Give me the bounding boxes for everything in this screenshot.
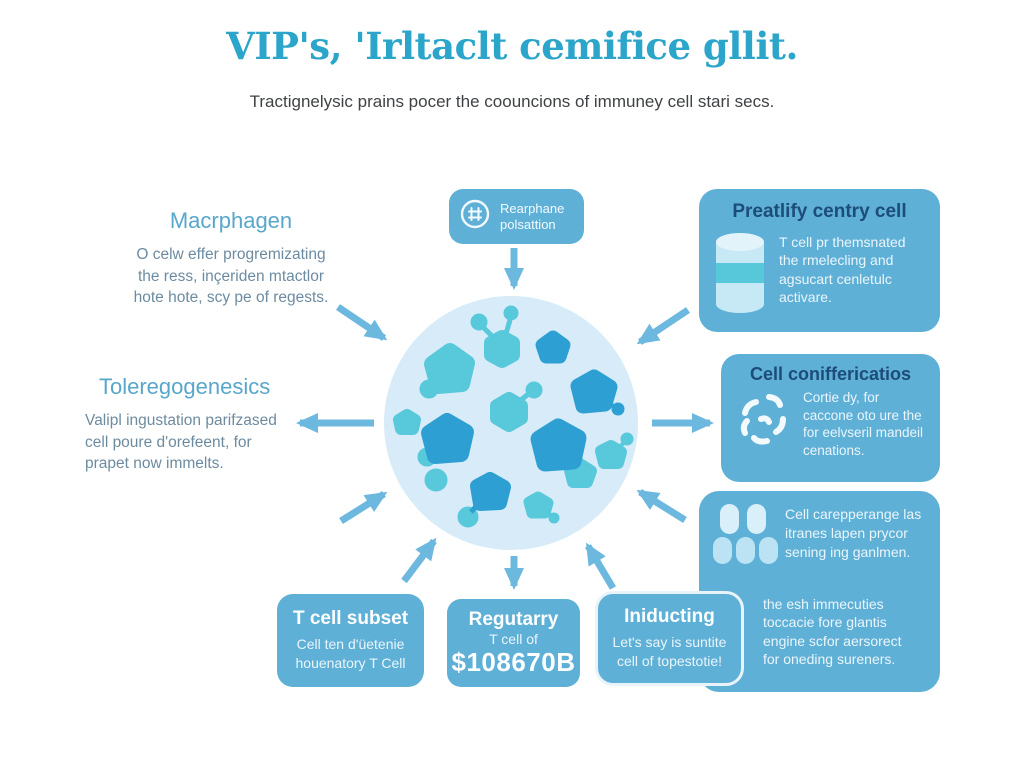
arrow-topleft-inward — [336, 304, 388, 341]
tolerance-block: Toleregogenesics Valipl ingustation pari… — [85, 372, 325, 474]
page-title: VIP's, 'Irltaclt cemifice gllit. — [226, 24, 798, 68]
people-icon — [712, 501, 778, 572]
cell-classification-box: Cell coniffericatios Cortie dy, for cacc… — [721, 354, 940, 482]
arrow-bottomleft-inward — [339, 491, 388, 524]
cell-circle-icon — [459, 198, 491, 235]
macrophage-body: O celw effer progremizating the ress, in… — [133, 246, 329, 307]
arrow-topright-inward — [636, 307, 690, 345]
inducing-box: Iniducting Let's say is suntite cell of … — [595, 591, 744, 686]
page-subtitle: Tractignelysic prains pocer the coouncio… — [249, 92, 775, 111]
t-cell-subset-body: Cell ten d'üetenie houenatory T Cell — [295, 636, 406, 671]
inducing-body: Let's say is suntite cell of topestotie! — [612, 634, 727, 669]
regulatory-t-cell-box: Regutarry T cell of $108670B — [447, 599, 580, 687]
pretify-title: Preatlify centry cell — [732, 201, 907, 222]
macrophage-block: Macrphagen O celw effer progremizating t… — [100, 206, 362, 308]
macrophage-heading: Macrphagen — [169, 208, 293, 233]
t-cell-subset-box: T cell subset Cell ten d'üetenie houenat… — [277, 594, 424, 687]
population-body-2: the esh immecuties toccacie fore glantis… — [763, 596, 902, 668]
top-box-label: Rearphane polsattion — [500, 200, 565, 232]
pretify-body: T cell pr themsnated the rmelecling and … — [779, 234, 906, 306]
regulatory-subtitle: T cell of — [489, 630, 538, 647]
classification-body: Cortie dy, for caccone oto ure the for e… — [803, 390, 924, 458]
pretify-centry-cell-box: Preatlify centry cell T cell pr themsnat… — [699, 189, 940, 332]
t-cell-subset-title: T cell subset — [292, 608, 409, 630]
fragments-icon — [733, 389, 795, 466]
arrow-bottomright2-inward — [584, 542, 617, 590]
inducing-title: Iniducting — [624, 606, 715, 628]
arrow-bottomright-inward — [636, 489, 687, 523]
cylinder-icon — [713, 231, 767, 320]
regulatory-title: Regutarry — [468, 608, 559, 630]
classification-title: Cell coniffericatios — [749, 364, 912, 384]
arrow-bottomleft2-inward — [401, 537, 437, 584]
tolerance-heading: Toleregogenesics — [99, 374, 271, 399]
central-cell-circle — [384, 296, 638, 550]
tolerance-body: Valipl ingustation parifzased cell poure… — [85, 412, 277, 473]
macrophage-polarization-box: Rearphane polsattion — [449, 189, 584, 244]
regulatory-value: $108670B — [451, 646, 576, 677]
population-body-1: Cell carepperange las itranes lapen pryc… — [785, 506, 922, 560]
